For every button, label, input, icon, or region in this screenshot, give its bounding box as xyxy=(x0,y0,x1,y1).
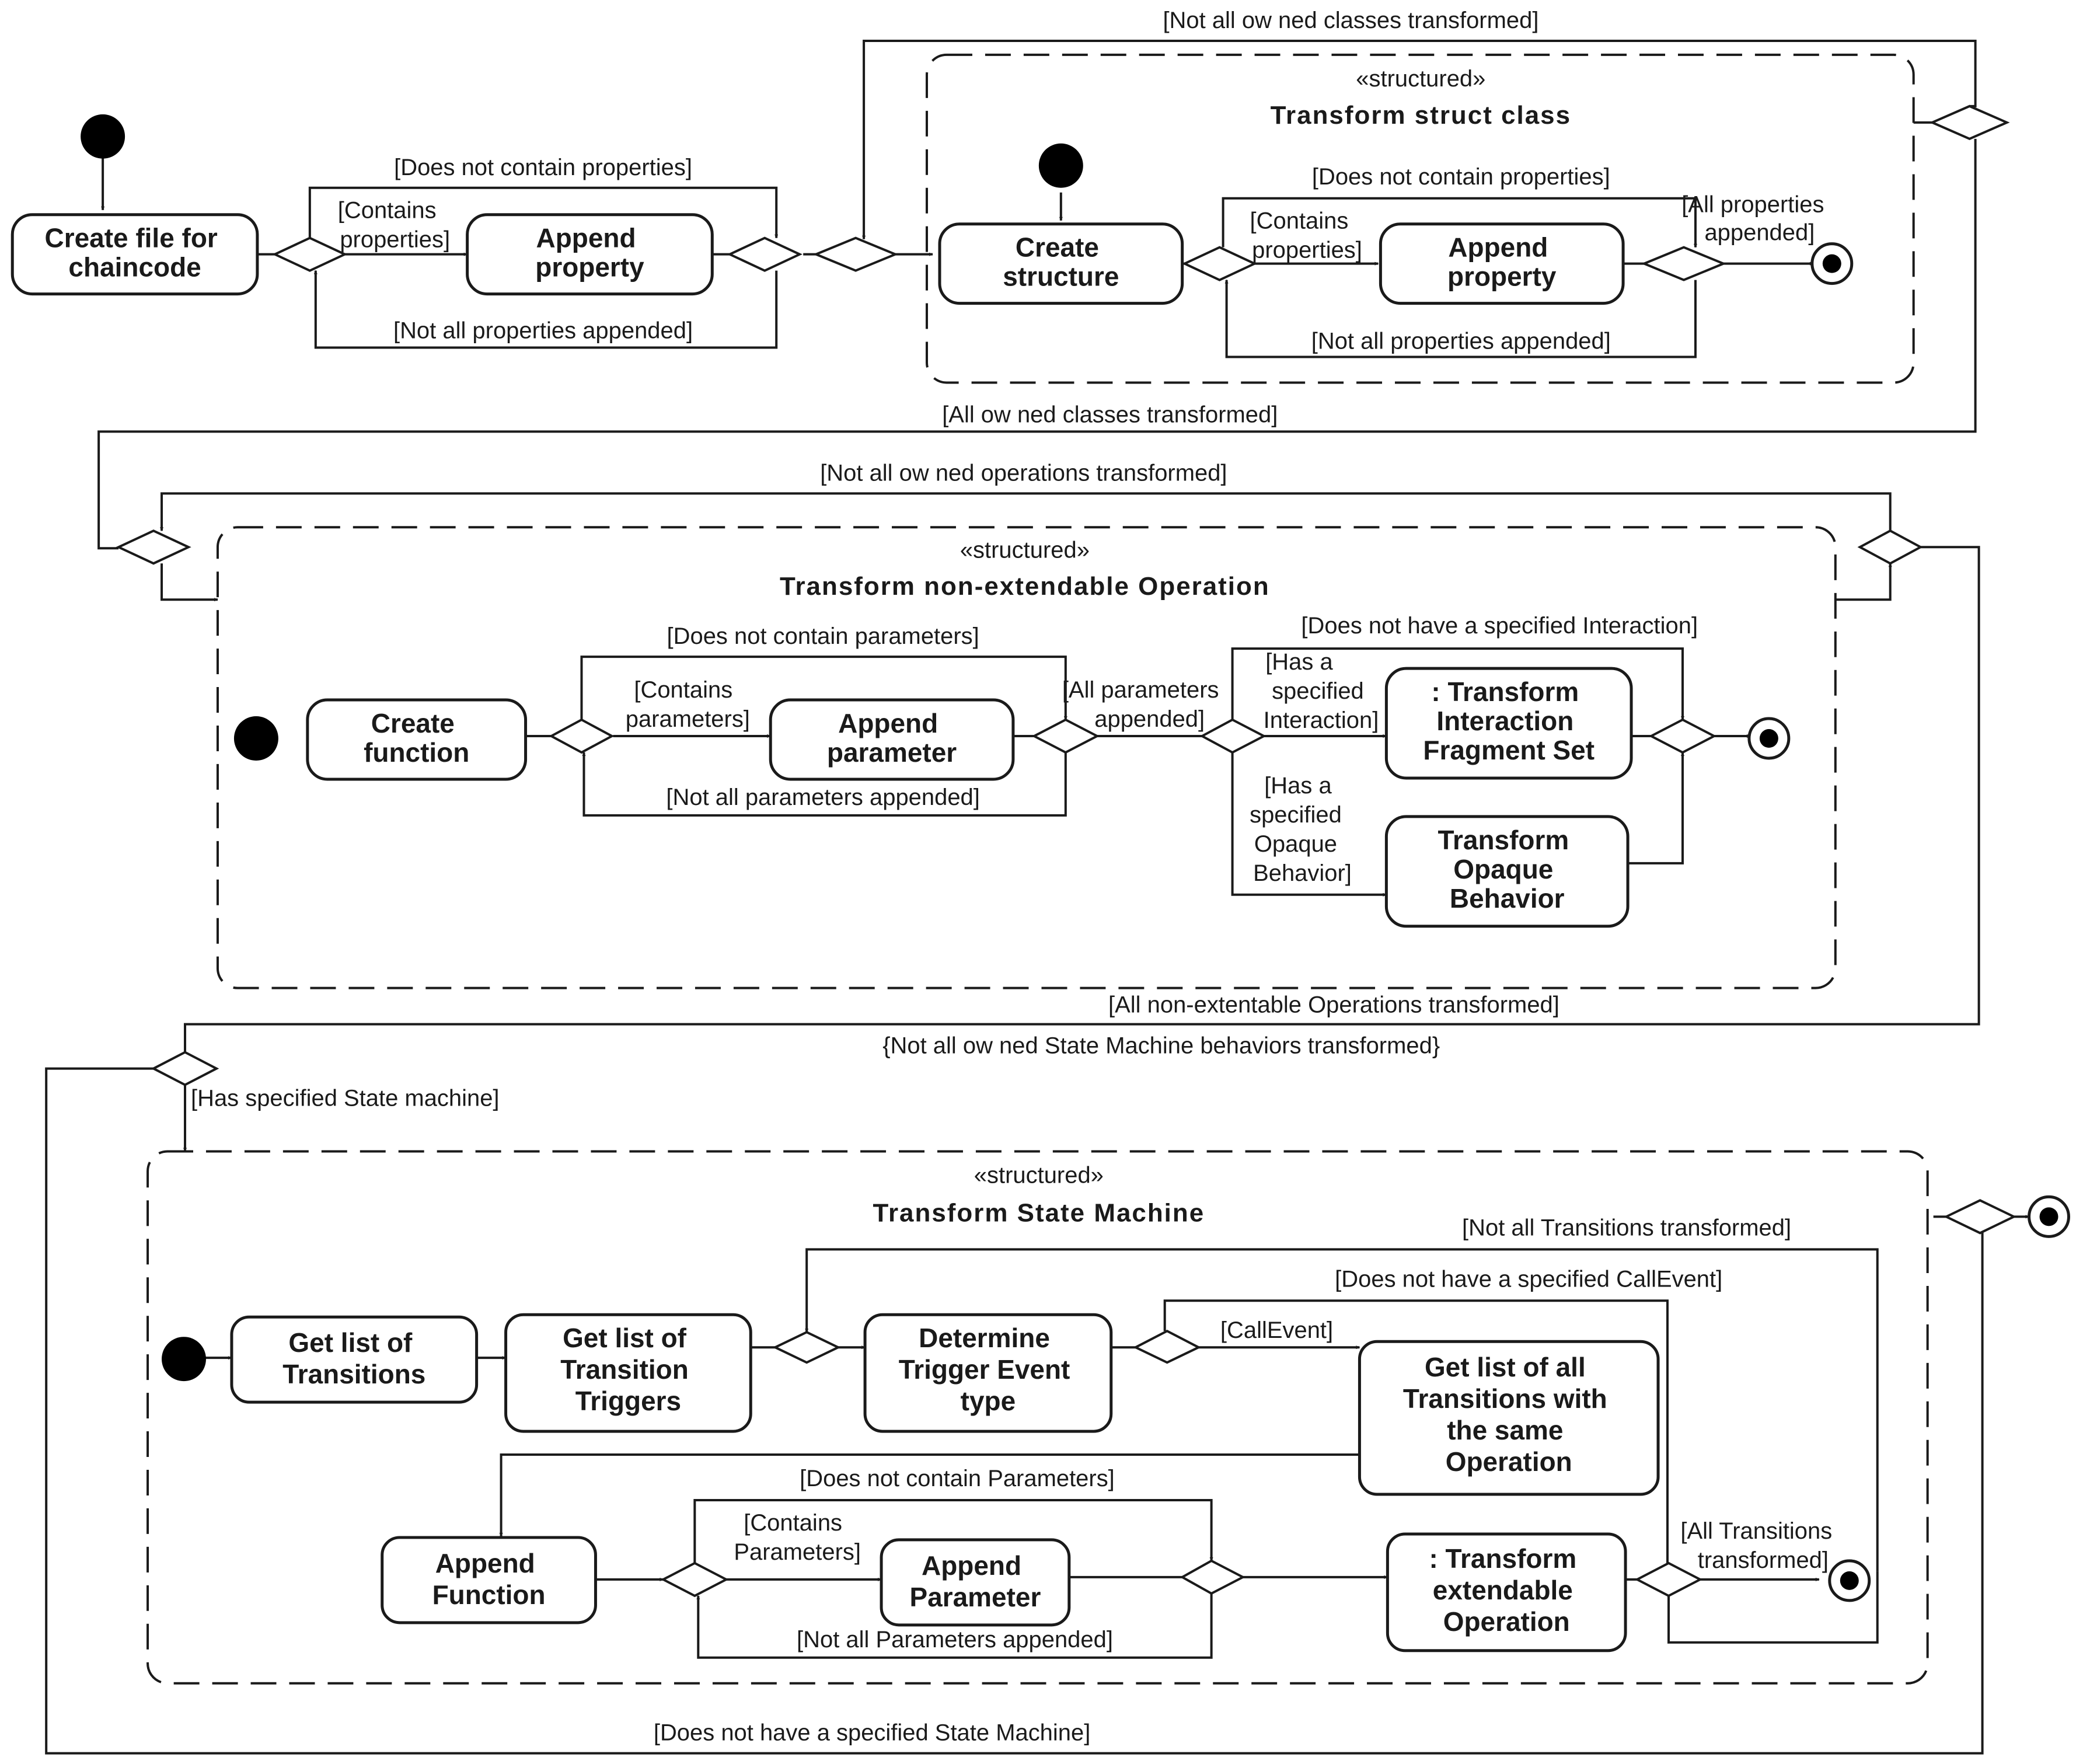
action-create-file-for-chaincode[interactable]: Create file for chaincode xyxy=(11,213,259,296)
svg-text:[Not all Parameters appended]: [Not all Parameters appended] xyxy=(797,1627,1113,1653)
region-sm-stereotype: «structured» xyxy=(974,1162,1104,1188)
svg-text:: Transform Interaction: : Transform Interaction Fragment Set xyxy=(1423,677,1594,765)
svg-text:Get list of Transition: Get list of Transition Triggers xyxy=(560,1323,696,1416)
svg-text:[Not all parameters appended]: [Not all parameters appended] xyxy=(666,785,979,810)
initial-node-operation xyxy=(233,716,278,761)
control-flows xyxy=(45,39,2029,1755)
svg-text:[Not all properties appended]: [Not all properties appended] xyxy=(393,318,693,344)
action-get-list-of-all-transitions-same-operation[interactable]: Get list of all Transitions with the sam… xyxy=(1358,1340,1660,1496)
action-append-property-main[interactable]: Append property xyxy=(466,213,714,296)
svg-text:[All parameters appended: [All parameters appended] xyxy=(1062,677,1226,732)
region-sm-title: Transform State Machine xyxy=(873,1198,1205,1227)
region-transform-struct-class xyxy=(926,53,1915,384)
region-transform-state-machine xyxy=(146,1150,1929,1685)
svg-text:Append parameter: Append parameter xyxy=(827,708,957,768)
decision-nodes xyxy=(116,104,2017,1598)
guard-labels: [Not all ow ned classes transformed] [Do… xyxy=(191,8,1838,1746)
svg-text:[Does not contain Parameters]: [Does not contain Parameters] xyxy=(800,1466,1115,1491)
svg-text:{Not all ow ned State Machine: {Not all ow ned State Machine behaviors … xyxy=(882,1033,1440,1059)
svg-text:[Contains properties]: [Contains properties] xyxy=(338,198,450,253)
action-append-parameter[interactable]: Append parameter xyxy=(769,698,1015,781)
svg-text:Get list of all Transiti: Get list of all Transitions with the sam… xyxy=(1403,1352,1615,1477)
svg-text:Append property: Append property xyxy=(1447,232,1557,292)
svg-text:[Not all Transitions transform: [Not all Transitions transformed] xyxy=(1462,1215,1791,1240)
svg-text:Append property: Append property xyxy=(535,223,644,283)
svg-text:Transform Opaque B: Transform Opaque Behavior xyxy=(1438,825,1576,914)
initial-node-sm xyxy=(162,1337,206,1382)
action-transform-interaction-fragment-set[interactable]: : Transform Interaction Fragment Set xyxy=(1384,667,1633,780)
action-transform-opaque-behavior[interactable]: Transform Opaque Behavior xyxy=(1384,815,1630,928)
region-struct-stereotype: «structured» xyxy=(1356,66,1485,92)
action-create-function[interactable]: Create function xyxy=(306,698,528,781)
svg-text:[Does not contain properties]: [Does not contain properties] xyxy=(394,155,692,180)
svg-text:[All properties appended: [All properties appended] xyxy=(1681,192,1830,246)
action-transform-extendable-operation[interactable]: : Transform extendable Operation xyxy=(1386,1532,1627,1653)
region-operation-title: Transform non-extendable Operation xyxy=(780,572,1270,601)
action-create-structure[interactable]: Create structure xyxy=(938,222,1184,305)
action-append-property-struct[interactable]: Append property xyxy=(1379,222,1625,305)
svg-text:[Does not contain properties]: [Does not contain properties] xyxy=(1312,164,1610,190)
svg-text:[Does not have a specified Cal: [Does not have a specified CallEvent] xyxy=(1335,1266,1722,1292)
action-append-function[interactable]: Append Function xyxy=(381,1536,597,1624)
initial-node-struct xyxy=(1038,143,1083,188)
final-node-struct xyxy=(1810,242,1854,285)
svg-text:[Does not contain parameters]: [Does not contain parameters] xyxy=(667,623,979,649)
action-get-list-of-transition-triggers[interactable]: Get list of Transition Triggers xyxy=(504,1313,752,1433)
svg-text:[Not all ow ned classes transf: [Not all ow ned classes transformed] xyxy=(1163,8,1538,33)
svg-text:[Has specified State machine]: [Has specified State machine] xyxy=(191,1086,500,1111)
final-node-main xyxy=(2028,1195,2070,1238)
svg-text:Get list of Transitions: Get list of Transitions xyxy=(282,1327,425,1389)
svg-text:[Contains parameters]: [Contains parameters] xyxy=(626,677,750,732)
region-transform-operation xyxy=(216,526,1837,989)
region-struct-title: Transform struct class xyxy=(1271,101,1571,130)
svg-text:[Has a specified I: [Has a specified Interaction] xyxy=(1264,649,1379,733)
svg-text:[Contains Parameters]: [Contains Parameters] xyxy=(734,1510,861,1565)
svg-text:[CallEvent]: [CallEvent] xyxy=(1220,1317,1333,1343)
svg-text:Create structure: Create structure xyxy=(1003,232,1119,292)
initial-node-main xyxy=(81,114,125,159)
svg-text:: Transform extendable: : Transform extendable Operation xyxy=(1429,1543,1584,1637)
svg-text:[Does not have a specified Sta: [Does not have a specified State Machine… xyxy=(654,1720,1090,1746)
svg-text:[Not all properties appended]: [Not all properties appended] xyxy=(1311,329,1611,354)
svg-text:Create function: Create function xyxy=(364,708,469,768)
svg-text:[All ow ned classes transforme: [All ow ned classes transformed] xyxy=(942,402,1278,427)
region-operation-stereotype: «structured» xyxy=(960,537,1090,563)
action-get-list-of-transitions[interactable]: Get list of Transitions xyxy=(230,1315,479,1404)
svg-text:[Contains properties]: [Contains properties] xyxy=(1250,208,1362,263)
svg-text:Determine Trigger Event: Determine Trigger Event type xyxy=(899,1323,1077,1416)
final-node-sm-inner xyxy=(1828,1559,1871,1602)
action-append-parameter-sm[interactable]: Append Parameter xyxy=(880,1538,1071,1627)
final-node-operation xyxy=(1747,717,1791,760)
svg-text:Append Parameter: Append Parameter xyxy=(910,1550,1041,1612)
svg-text:Create file for chaincod: Create file for chaincode xyxy=(45,223,225,283)
svg-text:Append Function: Append Function xyxy=(432,1548,546,1610)
action-determine-trigger-event-type[interactable]: Determine Trigger Event type xyxy=(863,1313,1113,1433)
svg-text:[All non-extentable Operations: [All non-extentable Operations transform… xyxy=(1108,992,1559,1018)
svg-text:[Does not have a specified Int: [Does not have a specified Interaction] xyxy=(1301,613,1698,639)
svg-text:[Has a specified O: [Has a specified Opaque Behavior] xyxy=(1250,773,1352,886)
svg-text:[All Transitions transfo: [All Transitions transformed] xyxy=(1680,1518,1838,1573)
svg-text:[Not all ow ned operations tra: [Not all ow ned operations transformed] xyxy=(820,460,1227,486)
